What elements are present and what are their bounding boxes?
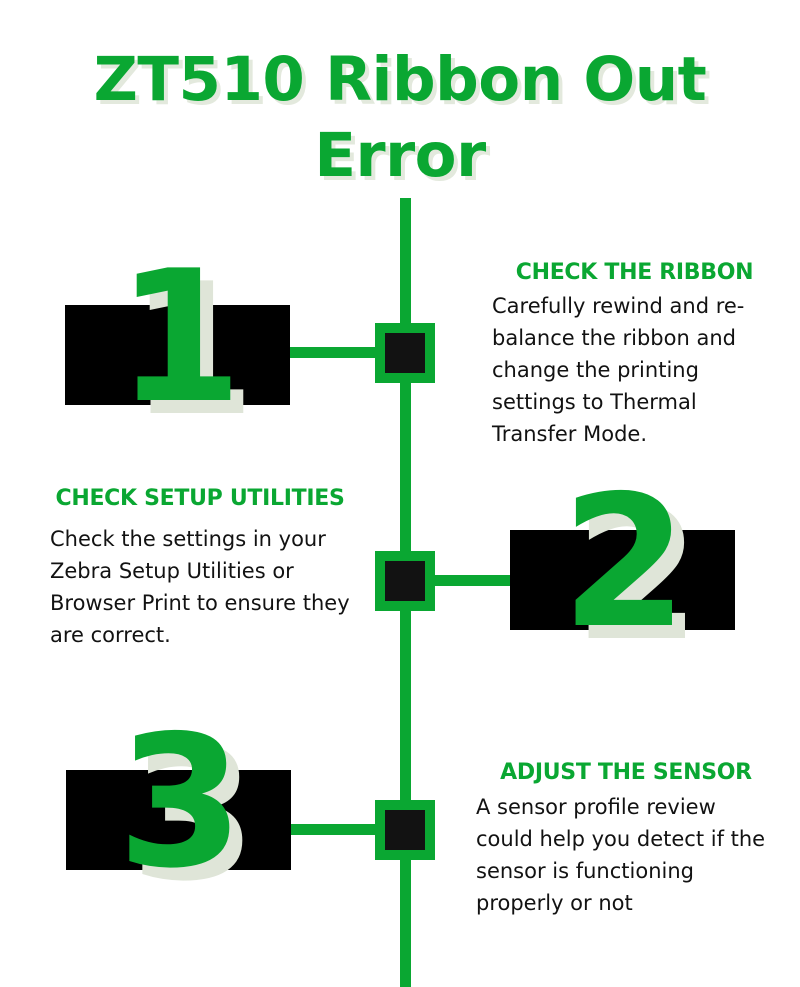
step-body-1: Carefully rewind and re-balance the ribb… [492, 294, 745, 446]
step-number-3: 3 [117, 696, 244, 908]
connector-line-3 [287, 824, 379, 835]
step-text-2: CHECK SETUP UTILITIES Check the settings… [50, 484, 350, 651]
connector-line-2 [432, 575, 514, 586]
step-body-2: Check the settings in your Zebra Setup U… [50, 527, 350, 647]
step-number-badge-1: 1 [65, 231, 290, 443]
timeline-node-2-fill [385, 561, 425, 601]
step-heading-2: CHECK SETUP UTILITIES [55, 486, 345, 511]
step-heading-3: ADJUST THE SENSOR [500, 760, 752, 785]
step-number-bar-1 [65, 305, 290, 405]
step-number-badge-3: 3 [66, 696, 291, 908]
timeline-node-1 [375, 323, 435, 383]
step-number-2: 2 [561, 456, 688, 668]
step-number-bar-3 [66, 770, 291, 870]
timeline-node-1-fill [385, 333, 425, 373]
step-text-3: ADJUST THE SENSOR A sensor profile revie… [476, 758, 776, 919]
page-title: ZT510 Ribbon Out Error [93, 44, 707, 191]
step-heading-1: CHECK THE RIBBON [515, 260, 754, 285]
step-number-bar-2 [510, 530, 735, 630]
step-number-1: 1 [116, 231, 243, 443]
step-number-badge-2: 2 [510, 456, 735, 668]
timeline-node-3-fill [385, 810, 425, 850]
timeline-node-3 [375, 800, 435, 860]
connector-line-1 [287, 347, 379, 358]
step-body-3: A sensor profile review could help you d… [476, 795, 766, 915]
timeline-node-2 [375, 551, 435, 611]
step-text-1: CHECK THE RIBBON Carefully rewind and re… [492, 258, 777, 450]
title-container: ZT510 Ribbon Out Error [60, 42, 740, 194]
